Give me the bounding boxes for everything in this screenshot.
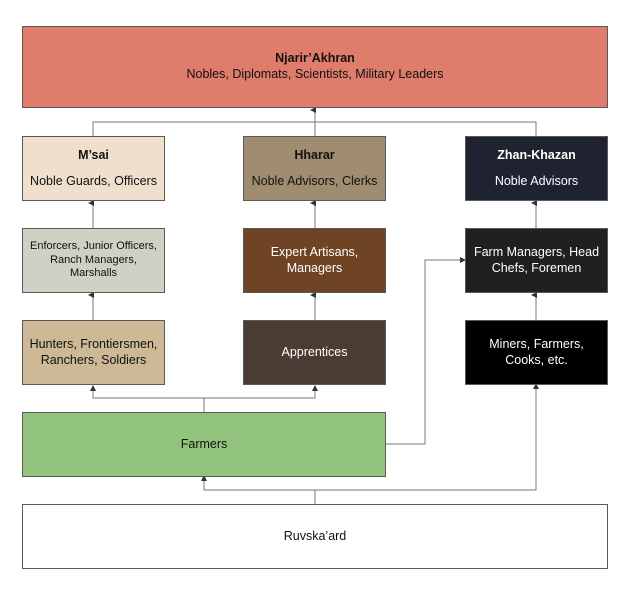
expert-artisans-box: Expert Artisans, Managers <box>243 228 386 293</box>
farmers-text: Farmers <box>180 436 228 451</box>
hunters-text: Hunters, Frontiersmen, Ranchers, Soldier… <box>29 336 158 367</box>
njarir-akhran-box: Njarir’Akhran Nobles, Diplomats, Scienti… <box>22 26 608 108</box>
ruvska-ard-box: Ruvska’ard <box>22 504 608 569</box>
apprentices-box: Apprentices <box>243 320 386 385</box>
zhan-khazan-box: Zhan-Khazan Noble Advisors <box>465 136 608 201</box>
hharar-box: Hharar Noble Advisors, Clerks <box>243 136 386 201</box>
enforcers-box: Enforcers, Junior Officers, Ranch Manage… <box>22 228 165 293</box>
miners-box: Miners, Farmers, Cooks, etc. <box>465 320 608 385</box>
msai-box: M’sai Noble Guards, Officers <box>22 136 165 201</box>
hharar-title: Hharar <box>294 147 335 162</box>
farmers-box: Farmers <box>22 412 386 477</box>
hunters-box: Hunters, Frontiersmen, Ranchers, Soldier… <box>22 320 165 385</box>
zhan-khazan-roles: Noble Advisors <box>494 173 579 188</box>
farm-managers-text: Farm Managers, Head Chefs, Foremen <box>473 244 600 275</box>
msai-roles: Noble Guards, Officers <box>30 173 157 188</box>
ruvska-ard-text: Ruvska’ard <box>283 528 347 543</box>
expert-artisans-text: Expert Artisans, Managers <box>270 244 359 275</box>
njarir-akhran-title: Njarir’Akhran <box>275 51 355 66</box>
miners-text: Miners, Farmers, Cooks, etc. <box>489 336 584 367</box>
msai-title: M’sai <box>78 147 109 162</box>
njarir-akhran-roles: Nobles, Diplomats, Scientists, Military … <box>186 67 444 81</box>
apprentices-text: Apprentices <box>281 344 348 359</box>
zhan-khazan-title: Zhan-Khazan <box>497 147 576 162</box>
farm-managers-box: Farm Managers, Head Chefs, Foremen <box>465 228 608 293</box>
enforcers-text: Enforcers, Junior Officers, Ranch Manage… <box>30 239 157 280</box>
hharar-roles: Noble Advisors, Clerks <box>251 173 378 188</box>
